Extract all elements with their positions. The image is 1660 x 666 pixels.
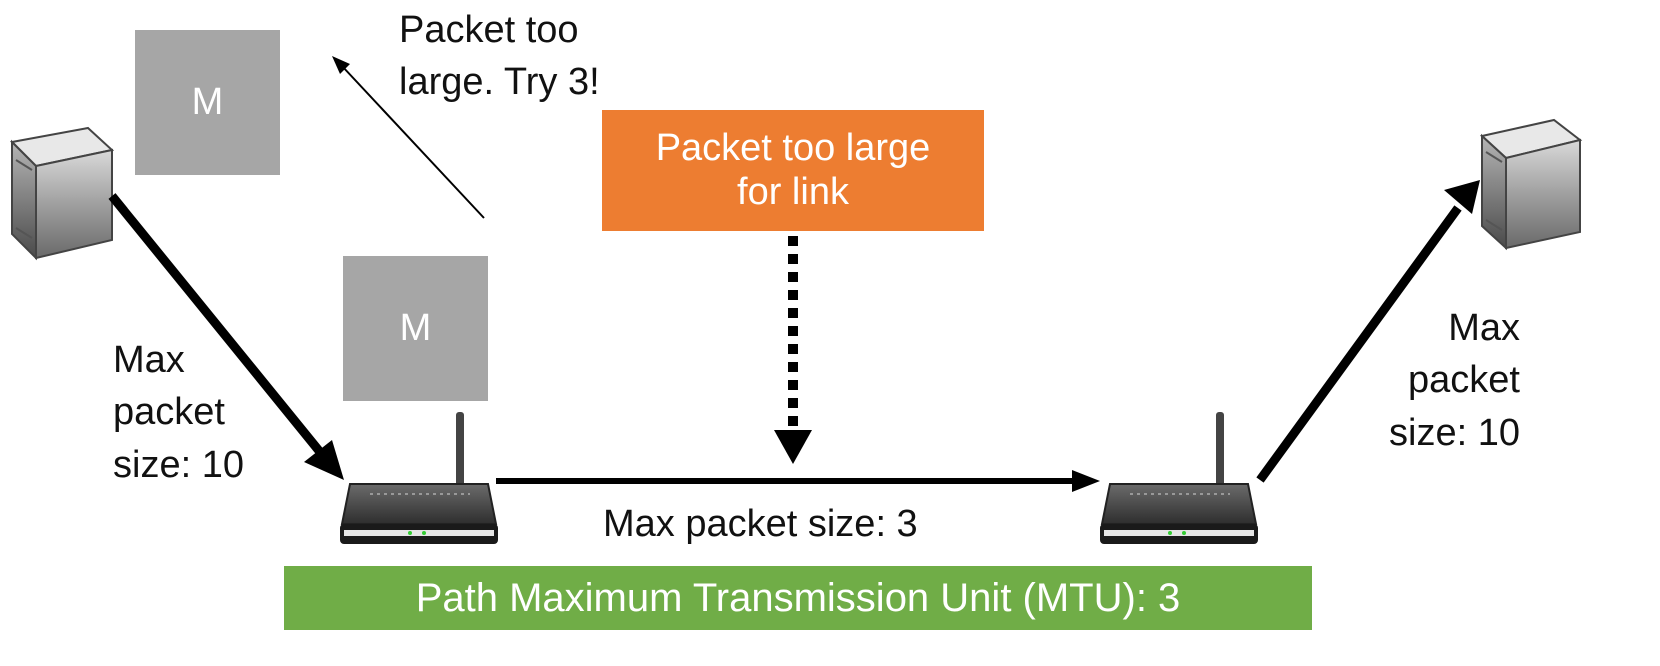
right-router-icon [1100, 412, 1258, 544]
left-server-icon [9, 126, 115, 261]
right-server-icon [1479, 118, 1583, 251]
reply-arrow [332, 56, 485, 219]
path-mtu-label: Path Maximum Transmission Unit (MTU): 3 [415, 575, 1181, 620]
sent-message-box: M [343, 256, 488, 401]
right-link-label-line: packet [1408, 359, 1520, 402]
callout-pointer-arrow [774, 236, 812, 464]
reply-note-line: large. Try 3! [399, 61, 600, 104]
callout-line: for link [737, 170, 849, 213]
left-router-icon [340, 412, 498, 544]
reply-message-label: M [191, 81, 224, 123]
left-link-label: Max packet size: 10 [113, 334, 244, 491]
callout-line: Packet too large [655, 126, 931, 169]
left-link-label-line: packet [113, 391, 225, 434]
right-link-label: Max packet size: 10 [1389, 302, 1520, 459]
path-mtu-banner: Path Maximum Transmission Unit (MTU): 3 [284, 566, 1312, 630]
reply-message-box: M [135, 30, 280, 175]
left-link-arrow [108, 193, 344, 480]
right-link-label-line: Max [1448, 307, 1520, 349]
reply-note: Packet too large. Try 3! [399, 4, 600, 109]
right-link-arrow [1256, 180, 1480, 483]
middle-link-arrow [496, 470, 1100, 492]
right-link-label-line: size: 10 [1389, 411, 1520, 454]
left-link-label-line: Max [113, 339, 185, 381]
packet-too-large-callout: Packet too large for link [602, 110, 984, 231]
sent-message-label: M [399, 307, 432, 349]
left-link-label-line: size: 10 [113, 443, 244, 486]
middle-link-label: Max packet size: 3 [603, 503, 918, 545]
reply-note-line: Packet too [399, 9, 579, 51]
